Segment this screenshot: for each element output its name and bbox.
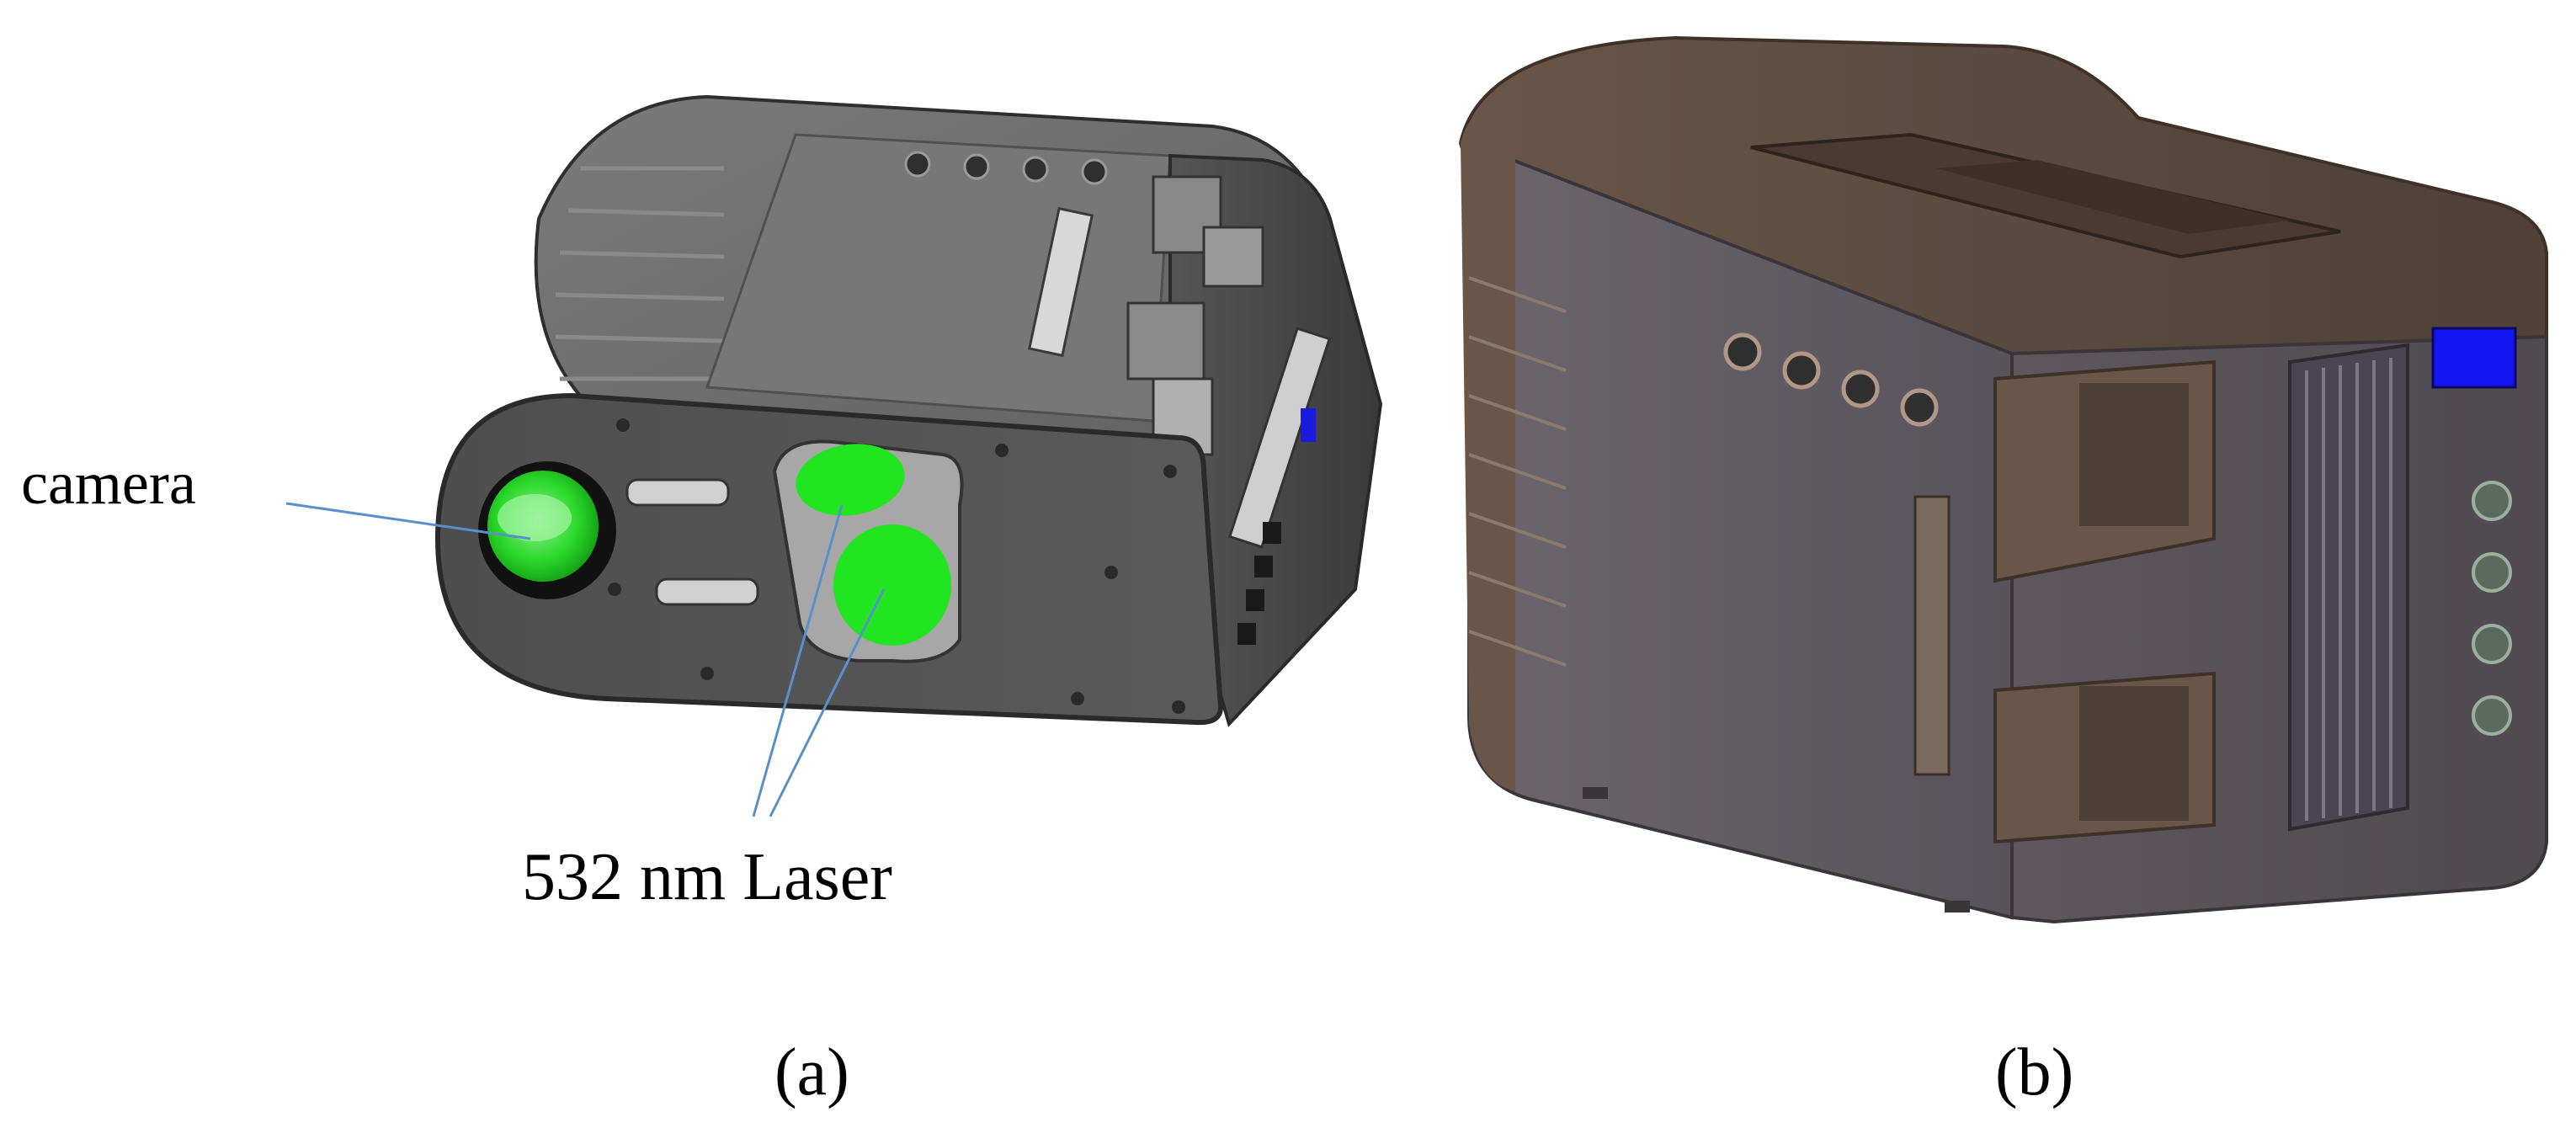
device-a-side-buttons bbox=[1237, 522, 1281, 645]
camera-leader-line bbox=[285, 502, 531, 540]
device-b-foot-1 bbox=[1583, 787, 1608, 799]
device-b-slot bbox=[1913, 495, 1951, 776]
device-b-left-ribs bbox=[1468, 276, 1567, 667]
laser-leader-line-2 bbox=[769, 588, 886, 817]
device-b-lower-bay-inner bbox=[2079, 686, 2189, 821]
device-a-ribs bbox=[555, 166, 725, 381]
heatsink bbox=[2288, 343, 2409, 832]
laser-leader-line-1 bbox=[752, 504, 844, 817]
caption-a: (a) bbox=[774, 1035, 849, 1109]
device-a-side-blue-indicator bbox=[1301, 408, 1316, 442]
laser-aperture-upper bbox=[796, 444, 905, 516]
device-a-side-port-2 bbox=[1202, 226, 1264, 288]
device-a-top-connectors bbox=[904, 151, 1108, 185]
device-a-slot-lower bbox=[655, 577, 759, 606]
panel-b-device bbox=[1458, 35, 2548, 924]
caption-b: (b) bbox=[1995, 1035, 2073, 1109]
device-b-connectors bbox=[1723, 333, 1939, 427]
camera-label: camera bbox=[21, 450, 196, 517]
device-a-screws bbox=[608, 418, 1185, 714]
heatsink-fins bbox=[2305, 358, 2392, 821]
device-a-slot-upper bbox=[625, 478, 730, 507]
device-b-knobs bbox=[2472, 481, 2512, 736]
panel-a-device: camera 532 nm Laser bbox=[21, 94, 1383, 914]
device-a-side-port-3 bbox=[1126, 301, 1206, 380]
device-b-upper-bay-inner bbox=[2079, 383, 2189, 526]
device-a-side-screen bbox=[1227, 327, 1332, 549]
laser-label: 532 nm Laser bbox=[522, 840, 892, 914]
device-a-slot bbox=[1027, 206, 1094, 358]
device-b-top-vent bbox=[1936, 160, 2290, 234]
device-b-left-edge bbox=[1461, 113, 1515, 791]
device-b-foot-2 bbox=[1945, 901, 1970, 913]
camera-lens bbox=[478, 461, 616, 599]
display-screen bbox=[2431, 327, 2517, 389]
laser-aperture-lower bbox=[833, 524, 951, 646]
